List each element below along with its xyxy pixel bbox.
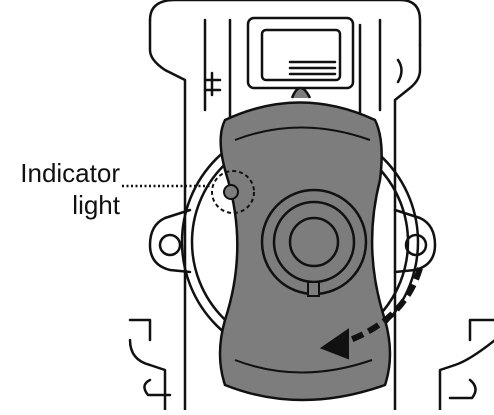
right-side-mark	[396, 58, 403, 84]
right-mount-tab	[393, 208, 437, 274]
left-mount-hole	[158, 233, 182, 257]
left-side-mark	[203, 71, 222, 97]
indicator-light-label-line2: light	[72, 190, 120, 220]
housing-left-wall	[148, 18, 187, 412]
dial-lower-arc	[234, 359, 373, 374]
housing-inner-right	[358, 18, 382, 122]
indicator-light	[223, 184, 239, 200]
indicator-light-label-line1: Indicator	[20, 158, 120, 188]
dial-upper-arc	[234, 126, 371, 141]
housing-top-outline	[148, 0, 422, 47]
housing-inner-left	[203, 18, 232, 122]
hub-inner	[288, 216, 340, 268]
left-mount-tab	[148, 208, 192, 274]
indicator-light-highlight	[211, 170, 255, 214]
right-mount-hole	[404, 233, 428, 257]
bottom-left-bracket	[128, 318, 167, 412]
latch-ridges	[288, 60, 337, 76]
dial-top-knob	[290, 86, 312, 99]
top-slot	[246, 16, 355, 90]
rotation-arrow-head	[319, 328, 349, 360]
bottom-right-bracket	[438, 318, 494, 412]
housing-right-wall	[393, 43, 422, 412]
top-slot-inner	[260, 28, 342, 82]
bottom-left-foot	[143, 378, 172, 397]
hub-index-mark	[307, 281, 320, 297]
bottom-right-foot	[448, 378, 477, 400]
rotation-arrow-path	[343, 267, 423, 345]
